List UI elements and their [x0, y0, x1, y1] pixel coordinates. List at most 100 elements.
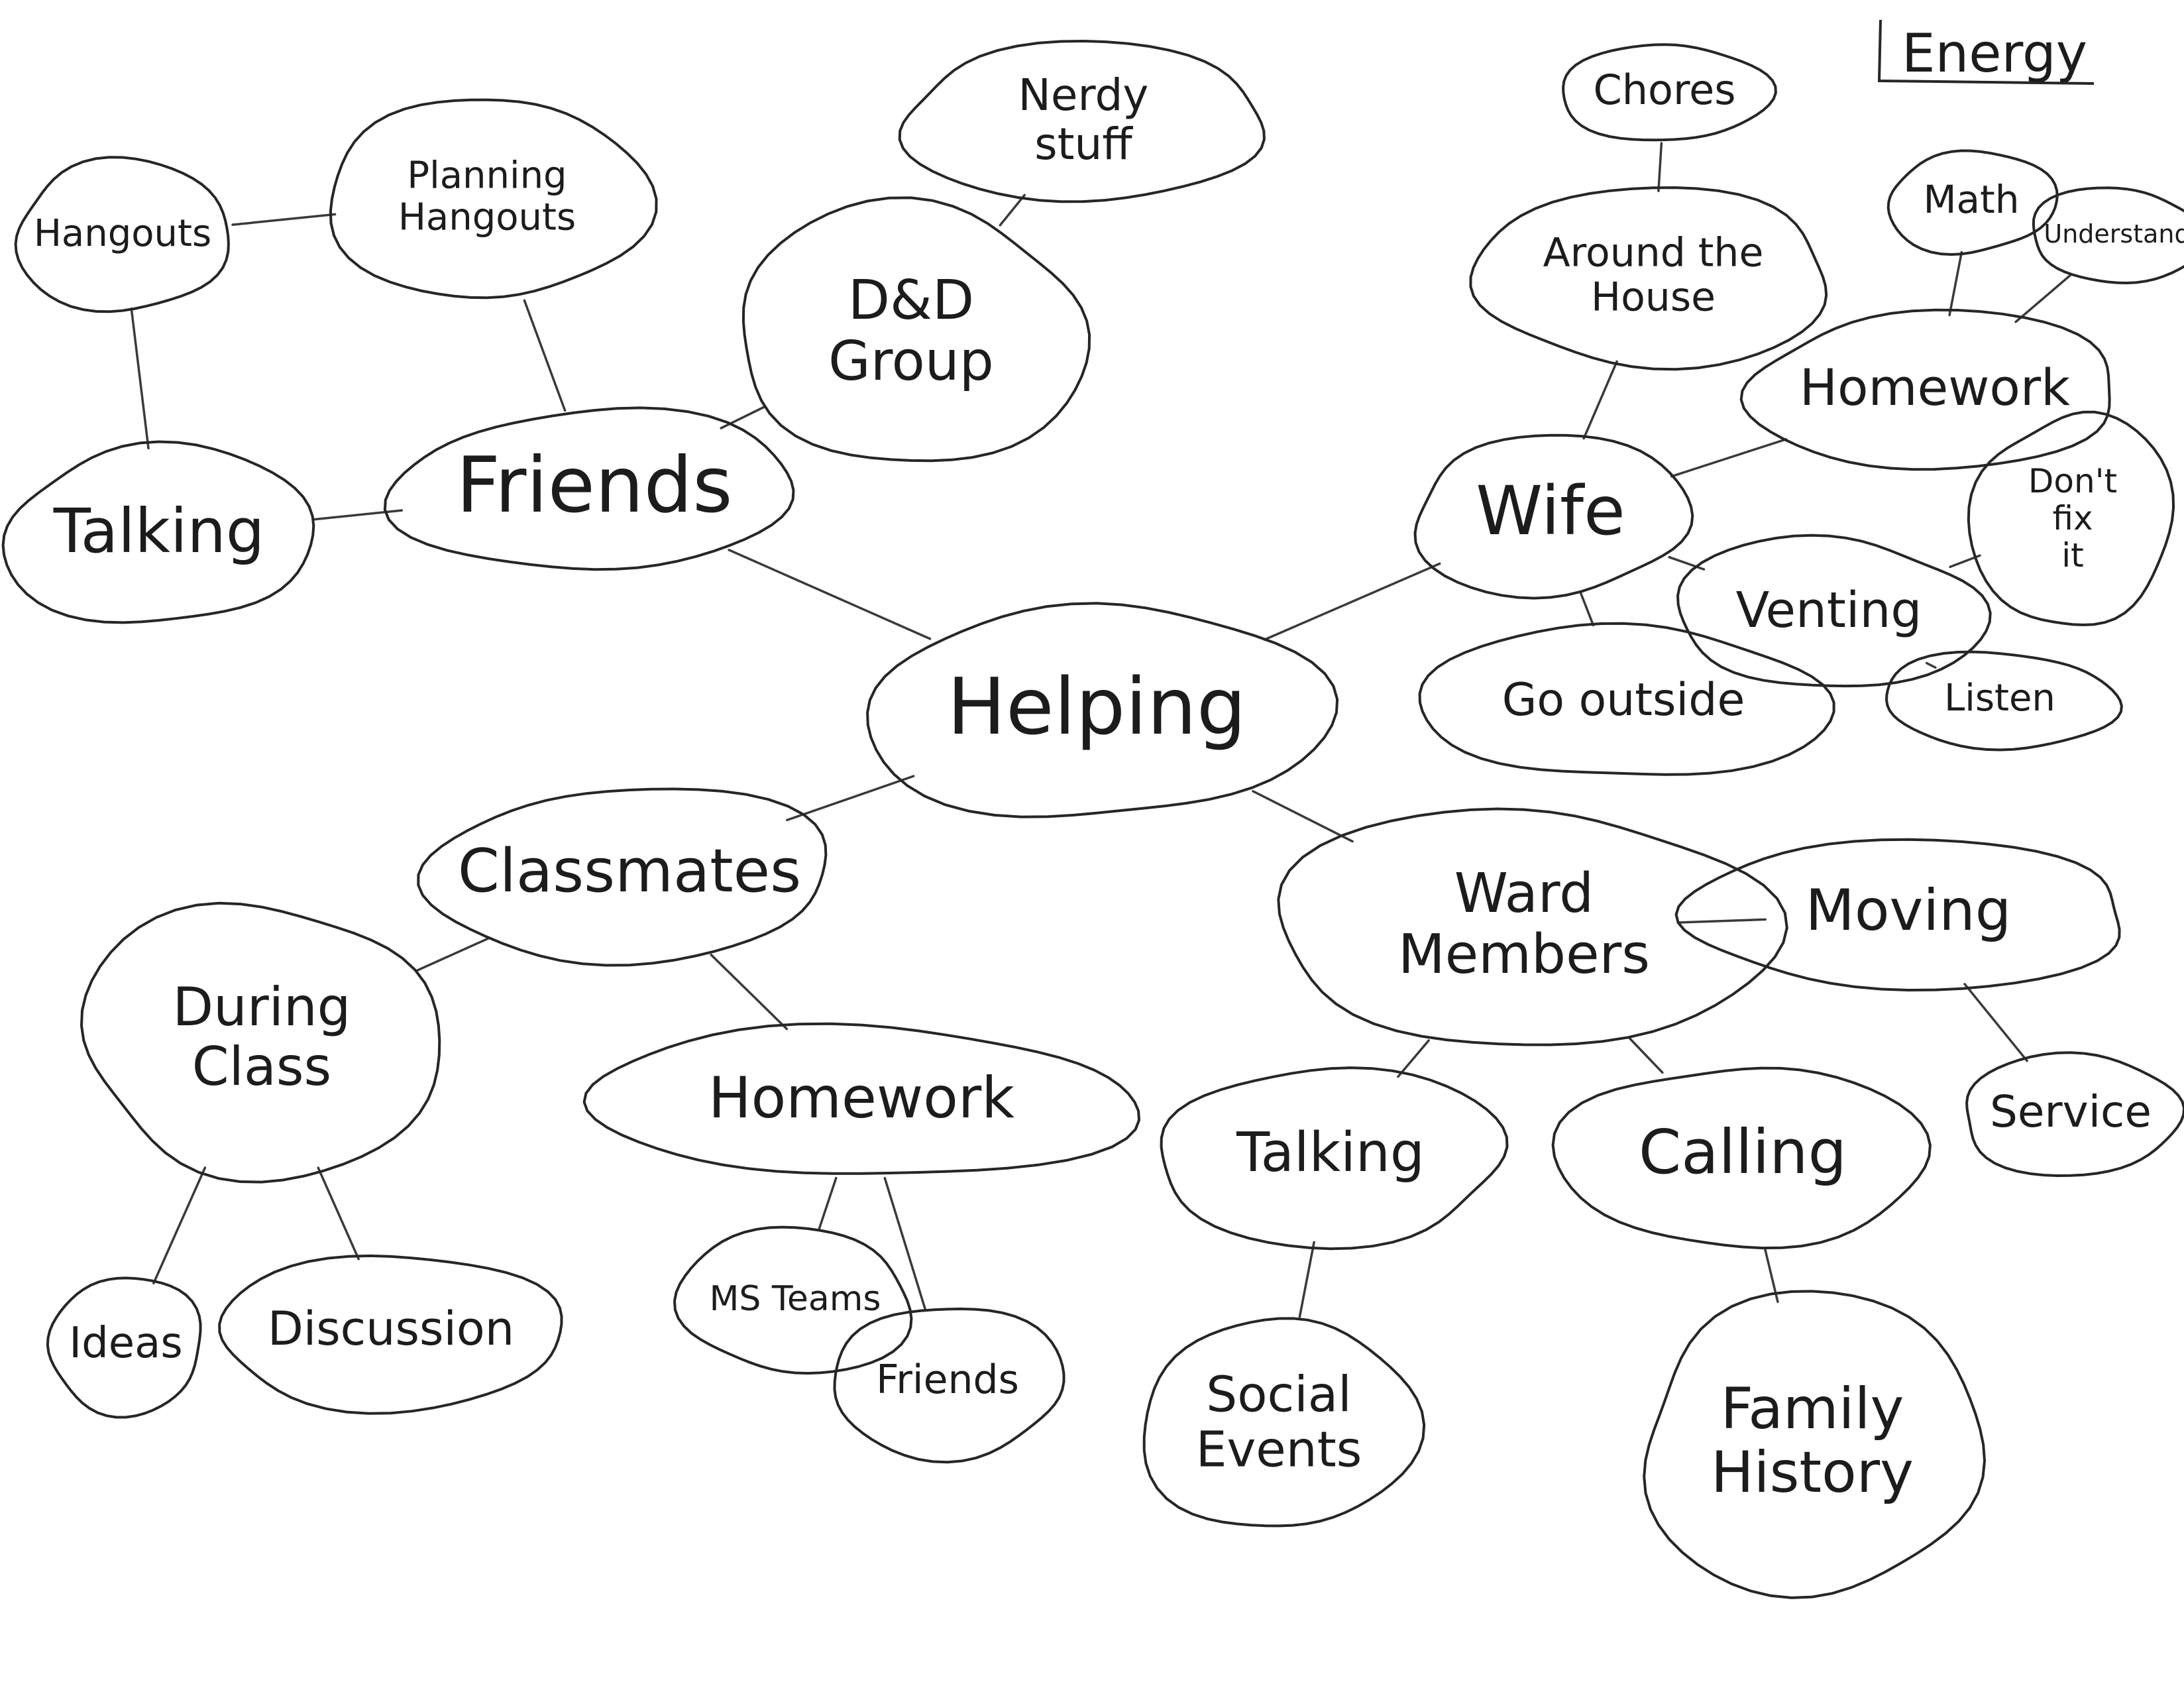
- node-outline-during-class: [80, 901, 441, 1184]
- node-outline-nerdy-stuff: [898, 39, 1266, 203]
- node-outline-venting: [1676, 534, 1992, 688]
- edge-ward-members-to-talking-ward: [1397, 1039, 1430, 1078]
- energy-corner-underline: [1877, 19, 2095, 85]
- node-outline-homework-wife: [1739, 308, 2111, 471]
- node-outline-understand: [2032, 186, 2184, 285]
- node-friends-class: Friends: [833, 1307, 1065, 1464]
- node-outline-planning-hangouts: [329, 98, 658, 300]
- node-outline-service: [1965, 1051, 2184, 1178]
- node-outline-calling: [1551, 1066, 1932, 1250]
- node-outline-moving: [1674, 838, 2121, 992]
- node-label-chores: Chores: [1593, 66, 1735, 114]
- node-label-wife: Wife: [1476, 472, 1625, 551]
- node-talking-ward: Talking: [1160, 1066, 1509, 1251]
- node-homework-class: Homework: [582, 1022, 1141, 1175]
- node-label-homework-wife: Homework: [1800, 358, 2070, 417]
- node-outline-talking-ward: [1160, 1066, 1509, 1251]
- edge-wife-to-venting: [1668, 555, 1706, 571]
- node-label-helping: Helping: [947, 661, 1246, 752]
- node-label-friends: Friends: [456, 441, 732, 530]
- node-label-moving: Moving: [1806, 877, 2012, 944]
- node-venting: Venting: [1676, 534, 1992, 688]
- node-outline-friends-class: [833, 1307, 1065, 1464]
- edge-classmates-to-homework-class: [710, 953, 789, 1031]
- edge-talking-ward-to-social-events: [1298, 1241, 1315, 1318]
- node-outline-listen: [1885, 650, 2123, 752]
- edge-during-class-to-ideas: [152, 1166, 207, 1285]
- node-label-go-outside: Go outside: [1502, 674, 1745, 726]
- edge-around-the-house-to-chores: [1657, 142, 1663, 192]
- edge-homework-class-to-friends-class: [883, 1176, 927, 1312]
- node-outline-family-history: [1643, 1290, 1987, 1599]
- node-go-outside: Go outside: [1418, 622, 1835, 776]
- node-label-understand: Understand: [2044, 219, 2184, 249]
- node-listen: Listen: [1885, 650, 2123, 752]
- edge-during-class-to-discussion: [317, 1166, 360, 1261]
- edge-wife-to-go-outside: [1579, 592, 1595, 627]
- edge-talking-friends-to-hangouts: [130, 307, 150, 450]
- node-hangouts: Hangouts: [14, 156, 230, 313]
- node-moving: Moving: [1674, 838, 2121, 992]
- node-outline-ideas: [46, 1276, 202, 1419]
- node-label-service: Service: [1990, 1086, 2152, 1137]
- node-outline-dnd-group: [741, 196, 1091, 463]
- edge-wife-to-homework-wife: [1670, 438, 1788, 478]
- node-label-classmates: Classmates: [458, 836, 801, 906]
- node-understand: Understand: [2032, 186, 2184, 285]
- node-service: Service: [1965, 1051, 2184, 1178]
- edge-ward-members-to-moving: [1676, 918, 1767, 924]
- edge-helping-to-friends: [728, 549, 932, 640]
- connection-lines: [130, 142, 2072, 1318]
- node-label-venting: Venting: [1736, 582, 1922, 639]
- node-label-talking-ward: Talking: [1236, 1121, 1425, 1184]
- node-outline-wife: [1413, 433, 1694, 600]
- edge-helping-to-ward-members: [1252, 790, 1354, 843]
- energy-corner-note: Energy: [1877, 19, 2095, 85]
- node-outline-friends: [383, 406, 795, 571]
- node-calling: Calling: [1551, 1066, 1932, 1250]
- node-label-listen: Listen: [1944, 677, 2055, 720]
- node-homework-wife: Homework: [1739, 308, 2111, 471]
- edge-hangouts-to-planning-hangouts: [231, 213, 337, 226]
- node-label-calling: Calling: [1639, 1117, 1847, 1188]
- node-math: Math: [1886, 149, 2059, 256]
- edge-moving-to-service: [1963, 983, 2028, 1062]
- node-helping: Helping: [866, 602, 1339, 818]
- node-outline-ms-teams: [673, 1225, 913, 1375]
- node-outline-around-the-house: [1469, 186, 1828, 371]
- node-ms-teams: MS Teams: [673, 1225, 913, 1375]
- edge-wife-to-around-the-house: [1582, 360, 1618, 440]
- edge-dnd-group-to-nerdy-stuff: [999, 194, 1026, 227]
- node-label-ms-teams: MS Teams: [710, 1279, 881, 1319]
- node-outline-math: [1886, 149, 2059, 256]
- node-outline-discussion: [218, 1254, 563, 1415]
- node-chores: Chores: [1562, 43, 1777, 142]
- edge-classmates-to-during-class: [416, 936, 491, 972]
- node-talking-friends: Talking: [1, 440, 315, 624]
- node-label-homework-class: Homework: [708, 1065, 1014, 1131]
- node-outline-classmates: [417, 787, 828, 967]
- edge-helping-to-classmates: [786, 775, 915, 822]
- node-label-discussion: Discussion: [268, 1302, 514, 1356]
- node-classmates: Classmates: [417, 787, 828, 967]
- node-label-ideas: Ideas: [69, 1319, 182, 1368]
- edge-venting-to-listen: [1925, 661, 1937, 669]
